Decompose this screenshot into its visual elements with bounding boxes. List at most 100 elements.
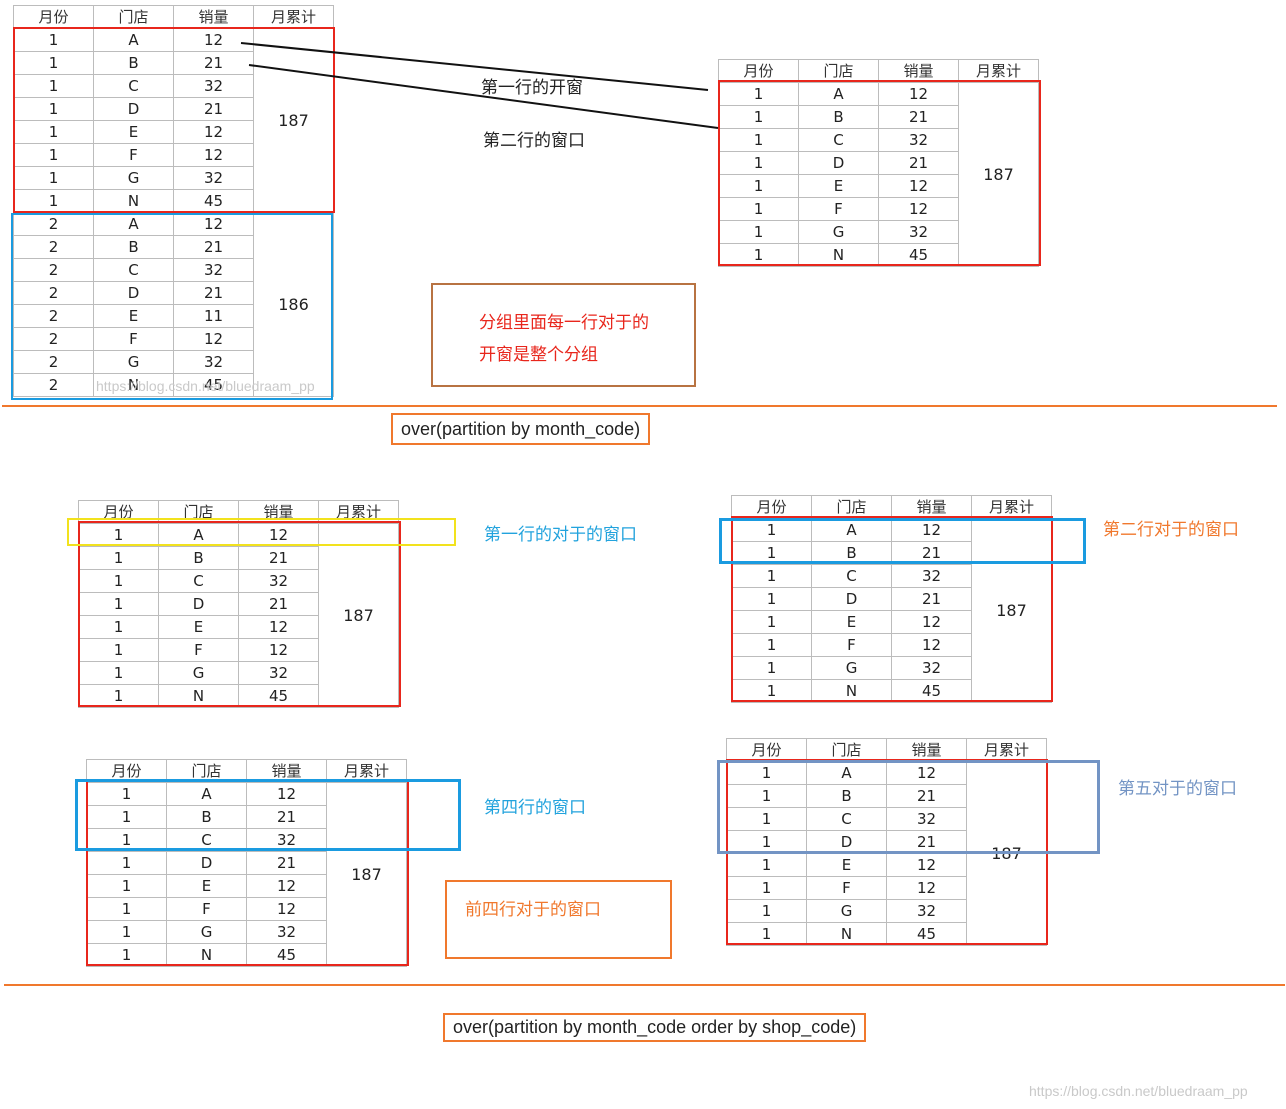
column-header: 门店	[798, 59, 879, 83]
sales-cell: 12	[878, 82, 959, 106]
shop-cell: C	[93, 74, 174, 98]
shop-cell: G	[806, 899, 887, 923]
column-header: 门店	[806, 738, 887, 762]
shop-cell: G	[158, 661, 239, 685]
label-fifth-row-window: 第五对于的窗口	[1118, 779, 1237, 799]
monthly-total-cell: 187	[971, 518, 1052, 703]
month-cell: 2	[13, 350, 94, 374]
sales-cell: 21	[886, 784, 967, 808]
sales-cell: 45	[891, 679, 972, 703]
code-partition-only: over(partition by month_code)	[391, 413, 651, 445]
sales-cell: 21	[246, 851, 327, 875]
month2-partition-box	[11, 213, 333, 400]
month-cell: 1	[718, 197, 799, 221]
watermark-top: https://blog.csdn.net/bluedraam_pp	[96, 378, 315, 394]
month-cell: 2	[13, 235, 94, 259]
shop-cell: G	[166, 920, 247, 944]
sales-cell: 32	[886, 899, 967, 923]
sales-cell: 12	[173, 327, 254, 351]
window-box-whole-group	[718, 80, 1041, 266]
shop-cell: D	[93, 281, 174, 305]
shop-cell: G	[811, 656, 892, 680]
note-box-first-four-rows: 前四行对于的窗口	[445, 880, 672, 959]
shop-cell: A	[798, 82, 879, 106]
shop-cell: F	[806, 876, 887, 900]
month-cell: 1	[726, 876, 807, 900]
sales-cell: 12	[173, 28, 254, 52]
shop-cell: B	[166, 805, 247, 829]
monthly-total-cell: 187	[318, 523, 399, 708]
shop-cell: N	[166, 943, 247, 967]
sales-cell: 45	[173, 373, 254, 397]
label-second-row-window-b: 第二行对于的窗口	[1103, 520, 1239, 540]
column-header: 门店	[93, 5, 174, 29]
window-box-fourth-row	[75, 779, 461, 851]
month-cell: 1	[86, 782, 167, 806]
shop-cell: C	[798, 128, 879, 152]
sales-cell: 45	[173, 189, 254, 213]
shop-cell: N	[93, 373, 174, 397]
sales-cell: 12	[238, 523, 319, 547]
column-header: 销量	[878, 59, 959, 83]
shop-cell: D	[166, 851, 247, 875]
shop-cell: A	[166, 782, 247, 806]
partition-box-first-row	[78, 521, 401, 707]
sales-cell: 21	[238, 592, 319, 616]
column-header: 月份	[718, 59, 799, 83]
column-header: 门店	[158, 500, 239, 524]
shop-cell: A	[93, 212, 174, 236]
monthly-total-cell: 187	[326, 782, 407, 967]
shop-cell: E	[93, 304, 174, 328]
sales-cell: 45	[238, 684, 319, 708]
shop-cell: C	[806, 807, 887, 831]
month-cell: 1	[718, 243, 799, 267]
section-divider-bottom	[4, 984, 1285, 986]
month-cell: 1	[13, 97, 94, 121]
month-cell: 1	[718, 105, 799, 129]
code-partition-order: over(partition by month_code order by sh…	[443, 1013, 867, 1042]
column-header: 门店	[811, 495, 892, 519]
shop-cell: C	[811, 564, 892, 588]
label-first-row-window-a: 第一行的开窗	[481, 78, 583, 98]
shop-cell: C	[93, 258, 174, 282]
shop-cell: N	[806, 922, 887, 946]
shop-cell: E	[806, 853, 887, 877]
shop-cell: N	[798, 243, 879, 267]
sales-cell: 32	[173, 166, 254, 190]
column-header: 月份	[13, 5, 94, 29]
month-cell: 2	[13, 304, 94, 328]
shop-cell: E	[166, 874, 247, 898]
shop-cell: F	[166, 897, 247, 921]
month-cell: 1	[726, 922, 807, 946]
window-box-second-row	[719, 518, 1086, 564]
watermark-bottom: https://blog.csdn.net/bluedraam_pp	[1029, 1083, 1248, 1099]
sales-cell: 21	[886, 830, 967, 854]
